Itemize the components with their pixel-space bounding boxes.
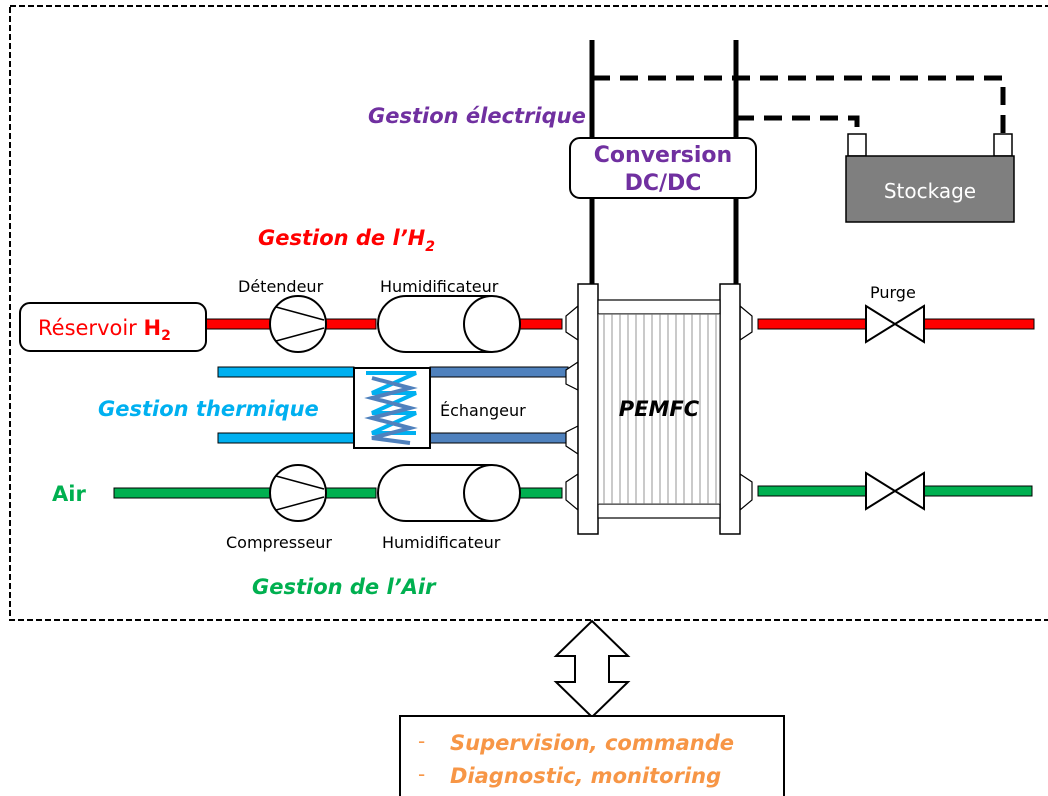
svg-text:Réservoir H2: Réservoir H2 [38,316,171,344]
pressure-regulator-icon [269,295,327,353]
supervision-box: - Supervision, commande - Diagnostic, mo… [399,715,785,796]
air-valve-icon [865,471,925,511]
humidifier-top-icon [377,295,521,353]
label-echangeur: Échangeur [440,401,526,420]
electrical-bus [589,40,1006,288]
compressor-icon [269,464,327,522]
converter-label-line1: Conversion [594,143,732,168]
label-gestion-electrique: Gestion électrique [368,104,586,128]
label-detendeur: Détendeur [238,277,324,296]
system-boundary [9,5,1048,621]
heat-exchanger-icon [353,367,431,449]
diagnostic-label: Diagnostic, monitoring [450,764,721,788]
pemfc-stack: PEMFC [565,283,753,535]
label-gestion-air: Gestion de l’Air [252,575,437,599]
storage-label: Stockage [884,179,976,203]
humidifier-bottom-icon [377,464,521,522]
label-air: Air [52,482,86,506]
dcdc-converter: Conversion DC/DC [569,137,757,199]
label-gestion-thermique: Gestion thermique [98,397,319,421]
diagnostic-dash: - [418,762,425,786]
label-humidificateur-top: Humidificateur [380,277,499,296]
supervision-dash: - [418,729,425,753]
label-purge: Purge [870,283,916,302]
reservoir-label: Réservoir [38,316,143,340]
purge-valve-icon [865,304,925,344]
supervision-label: Supervision, commande [450,731,734,755]
label-humidificateur-bottom: Humidificateur [382,533,501,552]
label-gestion-h2: Gestion de l’H2 [258,226,435,255]
double-arrow-icon [553,619,631,719]
converter-label-line2: DC/DC [625,171,702,196]
label-compresseur: Compresseur [226,533,332,552]
h2-reservoir: Réservoir H2 [19,302,207,352]
pemfc-label: PEMFC [619,397,700,421]
air-line [113,485,1033,499]
storage-battery: Stockage [845,133,1015,223]
